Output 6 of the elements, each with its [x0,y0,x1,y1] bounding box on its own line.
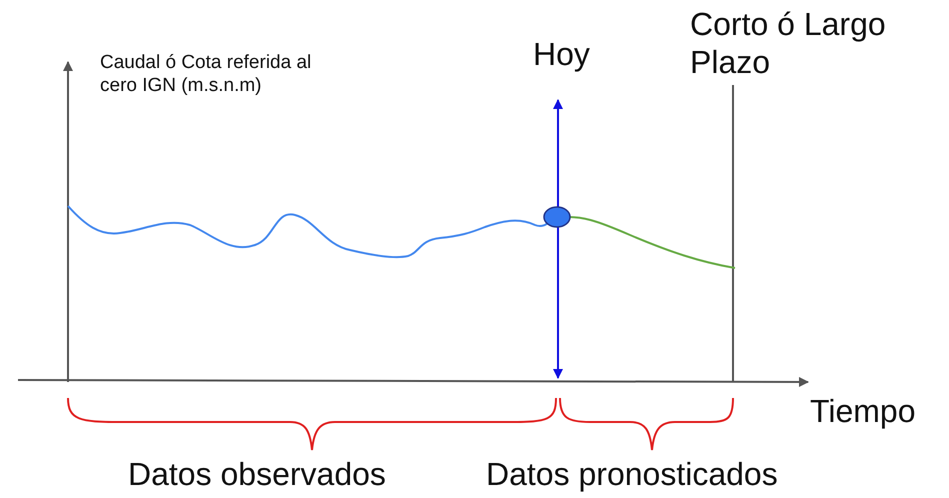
axis-label: Tiempo [810,392,917,430]
axis-label: Caudal ó Cota referida al cero IGN (m.s.n.m) [100,52,312,98]
bracket-label: Datos observados [128,455,387,494]
today-label: Hoy [533,35,591,74]
horizon-label: Corto ó Largo Plazo [690,5,887,82]
bracket-label: Datos pronosticados [486,455,779,494]
